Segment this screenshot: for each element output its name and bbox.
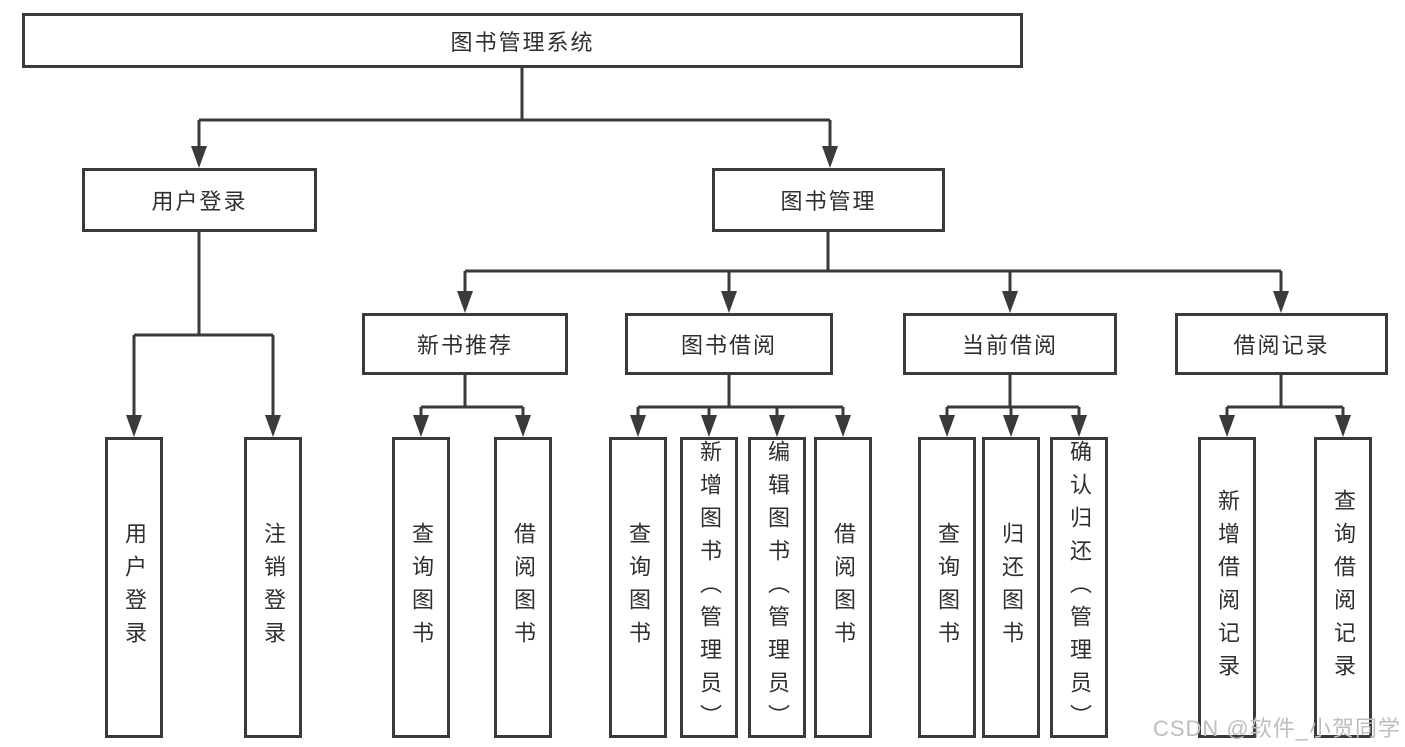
- leaf-add-books-admin: 新增图书（管理员）: [680, 437, 738, 738]
- leaf-newbook-borrow-books: 借阅图书: [494, 437, 552, 738]
- node-label: 借阅图书: [511, 521, 536, 654]
- leaf-current-query-books: 查询图书: [918, 437, 976, 738]
- node-label: 用户登录: [122, 521, 147, 654]
- csdn-watermark: CSDN @软件_小贺同学: [1152, 716, 1401, 741]
- node-label: 新书推荐: [416, 333, 513, 358]
- node-borrowing-records: 借阅记录: [1175, 313, 1388, 375]
- node-label: 新增图书（管理员）: [697, 440, 722, 737]
- node-label: 归还图书: [999, 521, 1024, 654]
- node-current-borrowing: 当前借阅: [903, 313, 1117, 375]
- leaf-query-borrow-record: 查询借阅记录: [1314, 437, 1372, 738]
- leaf-confirm-return-admin: 确认归还（管理员）: [1050, 437, 1108, 738]
- leaf-return-books: 归还图书: [982, 437, 1040, 738]
- node-book-management: 图书管理: [712, 168, 945, 232]
- node-new-book-recommend: 新书推荐: [362, 313, 568, 375]
- leaf-logout: 注销登录: [244, 437, 302, 738]
- node-label: 查询借阅记录: [1331, 488, 1356, 687]
- node-root-library-system: 图书管理系统: [22, 13, 1023, 68]
- node-book-borrowing: 图书借阅: [625, 313, 833, 375]
- leaf-add-borrow-record: 新增借阅记录: [1198, 437, 1256, 738]
- node-user-login: 用户登录: [82, 168, 317, 232]
- node-label: 当前借阅: [961, 333, 1058, 358]
- leaf-borrow-query-books: 查询图书: [609, 437, 667, 738]
- node-label: 新增借阅记录: [1215, 488, 1240, 687]
- node-label: 借阅图书: [831, 521, 856, 654]
- node-label: 查询图书: [626, 521, 651, 654]
- node-label: 确认归还（管理员）: [1067, 440, 1092, 737]
- node-label: 查询图书: [409, 521, 434, 654]
- node-label: 图书管理系统: [450, 29, 595, 55]
- node-label: 用户登录: [151, 189, 248, 214]
- node-label: 借阅记录: [1233, 333, 1330, 358]
- node-label: 查询图书: [935, 521, 960, 654]
- node-label: 图书管理: [780, 189, 877, 214]
- node-label: 图书借阅: [680, 333, 777, 358]
- leaf-edit-books-admin: 编辑图书（管理员）: [748, 437, 806, 738]
- node-label: 编辑图书（管理员）: [765, 440, 790, 737]
- leaf-newbook-query-books: 查询图书: [392, 437, 450, 738]
- leaf-borrow-books: 借阅图书: [814, 437, 872, 738]
- node-label: 注销登录: [261, 521, 286, 654]
- leaf-user-login: 用户登录: [105, 437, 163, 738]
